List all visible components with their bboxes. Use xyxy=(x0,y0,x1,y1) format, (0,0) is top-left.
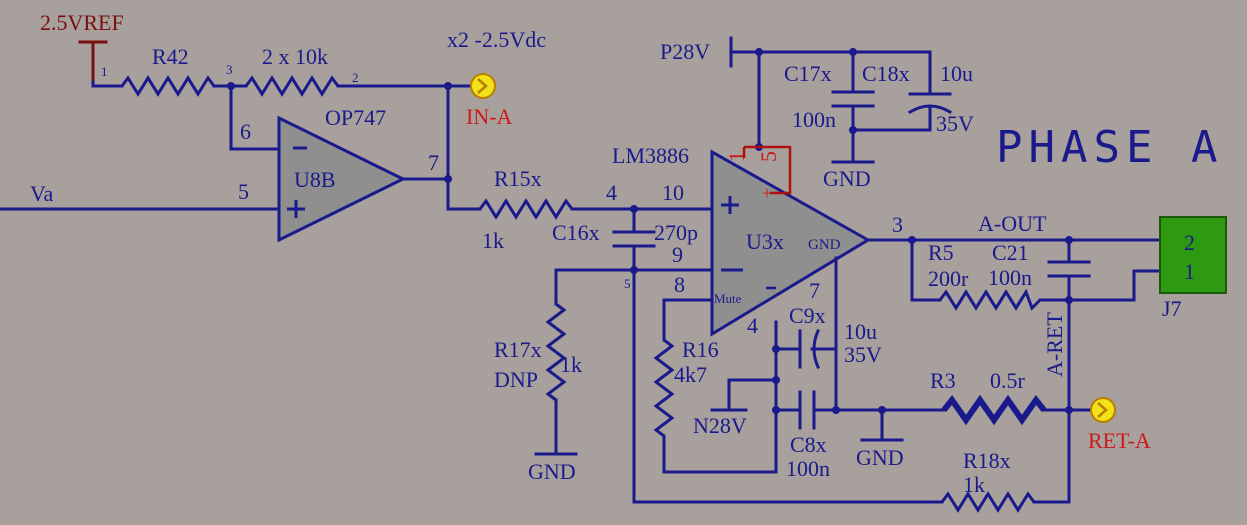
amplifier-u3[interactable]: + U3x LM3886 GND Mute xyxy=(612,143,871,337)
connector-j7[interactable]: 2 1 J7 xyxy=(1159,216,1227,321)
c16-pin-4: 4 xyxy=(606,180,617,205)
c17-ref: C17x xyxy=(784,61,832,86)
gnd-power-stage: GND xyxy=(834,406,946,470)
u3-pin-10: 10 xyxy=(662,180,684,205)
capacitor-c8[interactable]: C8x 100n xyxy=(774,390,838,481)
u8b-pin-6: 6 xyxy=(240,119,251,144)
n28v-label: N28V xyxy=(693,413,747,438)
negative-supply-wiring: N28V xyxy=(693,256,840,438)
r17-value: 1k xyxy=(560,352,582,377)
c16-value: 270p xyxy=(654,220,698,245)
c18-voltage: 35V xyxy=(936,111,974,136)
c8-value: 100n xyxy=(786,456,830,481)
c16-pin-5: 5 xyxy=(624,276,631,291)
u3-ref: U3x xyxy=(746,229,784,254)
r17-ref: R17x xyxy=(494,337,542,362)
c21-value: 100n xyxy=(988,265,1032,290)
u3-mute-label: Mute xyxy=(714,291,742,306)
u3-pin-3: 3 xyxy=(892,212,903,237)
j7-ref: J7 xyxy=(1162,296,1182,321)
phase-title: PHASE A xyxy=(996,122,1223,173)
c9-voltage: 35V xyxy=(844,342,882,367)
r16-ref: R16 xyxy=(682,337,719,362)
r42-pin-1: 1 xyxy=(101,64,108,79)
capacitor-c16[interactable]: C16x 270p 5 xyxy=(552,207,698,291)
u8b-ref: U8B xyxy=(294,167,336,192)
capacitor-c21[interactable]: C21 100n xyxy=(988,238,1091,302)
u3-pin-1: 1 xyxy=(724,151,749,162)
resistor-r5[interactable]: R5 200r xyxy=(928,240,1042,311)
ret-a-label: RET-A xyxy=(1088,428,1151,453)
r5-ref: R5 xyxy=(928,240,954,265)
u3-pin-4: 4 xyxy=(747,313,758,338)
va-label: Va xyxy=(30,181,53,206)
u3-pin-9: 9 xyxy=(672,242,683,267)
supply-p28v: P28V xyxy=(660,36,932,195)
resistor-r42[interactable]: R42 2 x 10k 1 3 2 xyxy=(91,44,450,97)
resistor-r3[interactable]: R3 0.5r xyxy=(930,368,1092,426)
output-wiring: A-OUT A-RET xyxy=(866,211,1162,504)
capacitor-c17[interactable]: C17x 100n xyxy=(784,50,875,132)
r17-note: DNP xyxy=(494,367,538,392)
resistor-r15[interactable]: R15x 1k 4 xyxy=(478,166,714,253)
probe-ret-a[interactable]: RET-A xyxy=(1088,397,1151,453)
a-out-label: A-OUT xyxy=(978,211,1047,236)
vref-net: 2.5VREF xyxy=(40,10,124,84)
resistor-r16[interactable]: R16 4k7 xyxy=(653,320,778,474)
a-ret-label: A-RET xyxy=(1042,312,1067,377)
c8-ref: C8x xyxy=(790,432,827,457)
r42-ref: R42 xyxy=(152,44,189,69)
r16-value: 4k7 xyxy=(674,362,707,387)
opamp-u8b[interactable]: U8B OP747 xyxy=(277,105,407,243)
gnd-c17-c18: GND xyxy=(823,126,932,191)
r5-value: 200r xyxy=(928,266,969,291)
c21-ref: C21 xyxy=(992,240,1029,265)
r15-ref: R15x xyxy=(494,166,542,191)
x2-note: x2 -2.5Vdc xyxy=(447,27,546,52)
u3-pin-5: 5 xyxy=(756,151,781,162)
u3-pin-8: 8 xyxy=(674,272,685,297)
r42-value: 2 x 10k xyxy=(262,44,328,69)
vref-label: 2.5VREF xyxy=(40,10,124,35)
r18-ref: R18x xyxy=(963,448,1011,473)
gnd-label-2: GND xyxy=(528,459,576,484)
j7-pin-1: 1 xyxy=(1184,259,1195,284)
r42-pin-3: 3 xyxy=(226,62,233,77)
r18-value: 1k xyxy=(963,472,985,497)
u3-pin-7: 7 xyxy=(809,278,820,303)
u8b-part: OP747 xyxy=(325,105,386,130)
r3-value: 0.5r xyxy=(990,368,1026,393)
gnd-label-1: GND xyxy=(823,166,871,191)
r42-pin-2: 2 xyxy=(352,70,359,85)
c17-value: 100n xyxy=(792,107,836,132)
c18-value: 10u xyxy=(940,61,973,86)
u8b-wiring: 6 5 Va 7 xyxy=(0,84,482,211)
c18-ref: C18x xyxy=(862,61,910,86)
gnd-label-3: GND xyxy=(856,445,904,470)
u3-input-wiring xyxy=(554,268,714,504)
u8b-pin-5: 5 xyxy=(238,179,249,204)
j7-pin-2: 2 xyxy=(1184,230,1195,255)
resistor-r17[interactable]: R17x 1k DNP GND xyxy=(494,302,582,484)
u3-vplus-sign: + xyxy=(762,183,772,203)
r3-ref: R3 xyxy=(930,368,956,393)
resistor-r18[interactable]: R18x 1k xyxy=(632,448,1071,513)
capacitor-c9[interactable]: C9x 10u 35V xyxy=(774,303,882,369)
in-a-label: IN-A xyxy=(466,104,513,129)
c9-value: 10u xyxy=(844,319,877,344)
capacitor-c18[interactable]: C18x 10u 35V xyxy=(862,50,974,136)
u3-part: LM3886 xyxy=(612,143,689,168)
probe-in-a[interactable]: IN-A xyxy=(444,73,513,129)
p28v-label: P28V xyxy=(660,39,710,64)
c9-ref: C9x xyxy=(789,303,826,328)
r15-value: 1k xyxy=(482,228,504,253)
c16-ref: C16x xyxy=(552,220,600,245)
u3-gnd-label: GND xyxy=(808,237,841,253)
u8b-pin-7: 7 xyxy=(428,150,439,175)
